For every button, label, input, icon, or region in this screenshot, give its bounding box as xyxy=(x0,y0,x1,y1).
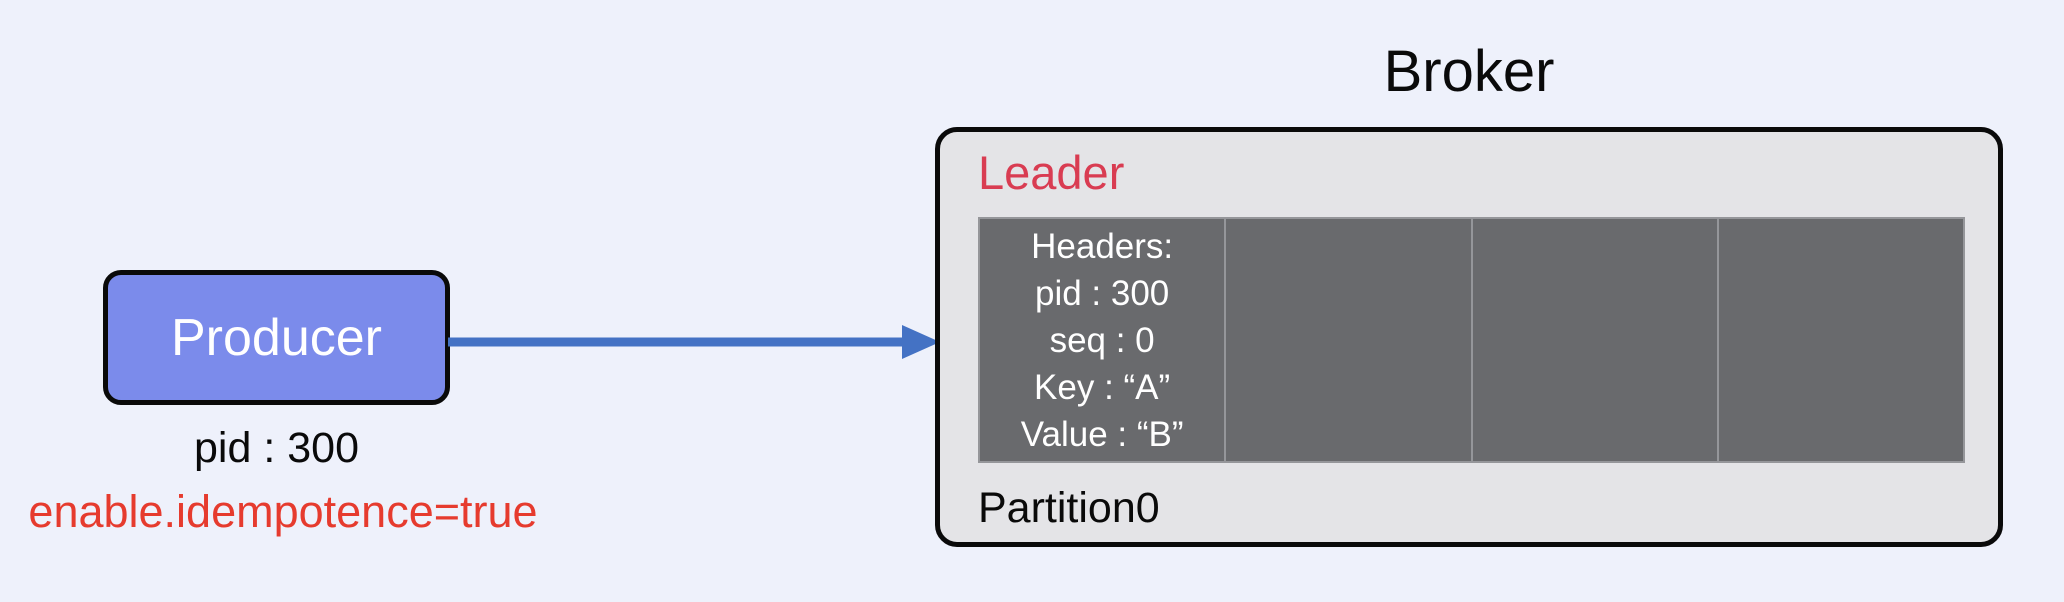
producer-config-label: enable.idempotence=true xyxy=(28,486,538,537)
partition-log: Headers: pid : 300 seq : 0 Key : “A” Val… xyxy=(978,217,1965,463)
log-empty-cell xyxy=(1718,219,1963,461)
record-headers-line: Headers: xyxy=(1031,226,1174,266)
record-seq-line: seq : 0 xyxy=(1049,320,1155,360)
partition-label: Partition0 xyxy=(978,484,1160,532)
producer-label: Producer xyxy=(171,308,382,367)
record-pid-line: pid : 300 xyxy=(1034,273,1170,313)
record-key-line: Key : “A” xyxy=(1034,367,1171,407)
leader-label: Leader xyxy=(978,146,1125,199)
log-empty-cell xyxy=(1472,219,1717,461)
producer-pid-label: pid : 300 xyxy=(194,424,359,472)
log-record-cell: Headers: pid : 300 seq : 0 Key : “A” Val… xyxy=(980,219,1225,461)
broker-node: Leader Headers: pid : 300 seq : 0 Key : … xyxy=(935,127,2003,547)
record-value-line: Value : “B” xyxy=(1020,414,1184,454)
producer-to-broker-arrow xyxy=(448,325,940,359)
producer-node: Producer xyxy=(103,270,450,405)
broker-title: Broker xyxy=(1383,39,1555,104)
log-empty-cell xyxy=(1226,219,1471,461)
